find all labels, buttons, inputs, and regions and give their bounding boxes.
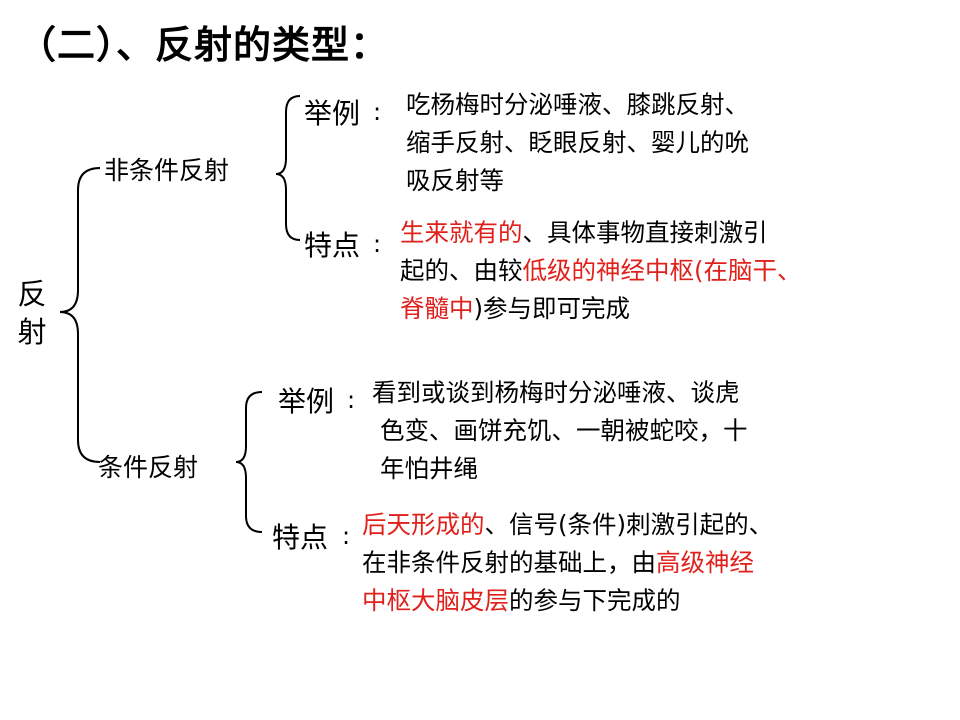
root-label: 反射 xyxy=(17,277,47,349)
unconditioned-feature-key: 特点 xyxy=(304,229,361,262)
unconditioned-example-line-3: 吸反射等 xyxy=(406,166,504,195)
unconditioned-example-colon: : xyxy=(373,98,382,126)
conditioned-feature-key: 特点 xyxy=(272,521,329,554)
slide-title: （二）、反射的类型： xyxy=(18,23,390,67)
conditioned-feature-line-3: 中枢大脑皮层的参与下完成的 xyxy=(362,582,773,620)
unconditioned-feature-line-1: 生来就有的、具体事物直接刺激引 xyxy=(400,214,802,252)
conditioned-feature-colon: : xyxy=(342,522,351,550)
unconditioned-example-text: 吃杨梅时分泌唾液、膝跳反射、 缩手反射、眨眼反射、婴儿的吮 吸反射等 xyxy=(406,86,749,200)
conditioned-example-line-3: 年怕井绳 xyxy=(380,454,478,483)
conditioned-example-colon: : xyxy=(347,386,356,414)
root-brace xyxy=(59,167,101,463)
branch-unconditioned-label: 非条件反射 xyxy=(104,156,230,185)
conditioned-feature-line-1: 后天形成的、信号(条件)刺激引起的、 xyxy=(362,506,773,544)
conditioned-example-line-1: 看到或谈到杨梅时分泌唾液、谈虎 xyxy=(372,378,740,407)
conditioned-feature-line-3-red: 中枢大脑皮层 xyxy=(362,586,509,615)
conditioned-example-text: 看到或谈到杨梅时分泌唾液、谈虎 色变、画饼充饥、一朝被蛇咬，十 年怕井绳 xyxy=(372,374,748,488)
unconditioned-feature-line-1-black: 、具体事物直接刺激引 xyxy=(522,218,768,247)
conditioned-feature-line-1-black: 、信号(条件)刺激引起的、 xyxy=(484,510,774,539)
conditioned-feature-line-2-black: 在非条件反射的基础上，由 xyxy=(362,548,656,577)
unconditioned-feature-line-2: 起的、由较低级的神经中枢(在脑干、 xyxy=(400,252,802,290)
conditioned-feature-line-2: 在非条件反射的基础上，由高级神经 xyxy=(362,544,773,582)
conditioned-example-line-2: 色变、画饼充饥、一朝被蛇咬，十 xyxy=(380,416,748,445)
unconditioned-feature-line-2-black: 起的、由较 xyxy=(400,256,523,285)
branch2-brace xyxy=(235,391,263,533)
unconditioned-example-line-1: 吃杨梅时分泌唾液、膝跳反射、 xyxy=(406,90,749,119)
unconditioned-feature-line-3-black: )参与即可完成 xyxy=(473,294,631,323)
unconditioned-feature-line-3-red: 脊髓中 xyxy=(400,294,474,323)
conditioned-example-key: 举例 xyxy=(278,385,335,418)
conditioned-feature-line-1-red: 后天形成的 xyxy=(362,510,485,539)
unconditioned-example-line-2: 缩手反射、眨眼反射、婴儿的吮 xyxy=(406,128,749,157)
conditioned-feature-line-3-black: 的参与下完成的 xyxy=(509,586,681,615)
unconditioned-feature-line-3: 脊髓中)参与即可完成 xyxy=(400,290,802,328)
unconditioned-example-key: 举例 xyxy=(304,97,361,130)
unconditioned-feature-line-2-red: 低级的神经中枢(在脑干、 xyxy=(522,256,802,285)
unconditioned-feature-colon: : xyxy=(373,230,382,258)
branch-conditioned-label: 条件反射 xyxy=(98,453,199,482)
unconditioned-feature-line-1-red: 生来就有的 xyxy=(400,218,523,247)
unconditioned-feature-text: 生来就有的、具体事物直接刺激引 起的、由较低级的神经中枢(在脑干、 脊髓中)参与… xyxy=(400,214,802,328)
conditioned-feature-line-2-red: 高级神经 xyxy=(656,548,754,577)
branch1-brace xyxy=(275,95,301,241)
conditioned-feature-text: 后天形成的、信号(条件)刺激引起的、 在非条件反射的基础上，由高级神经 中枢大脑… xyxy=(362,506,773,620)
